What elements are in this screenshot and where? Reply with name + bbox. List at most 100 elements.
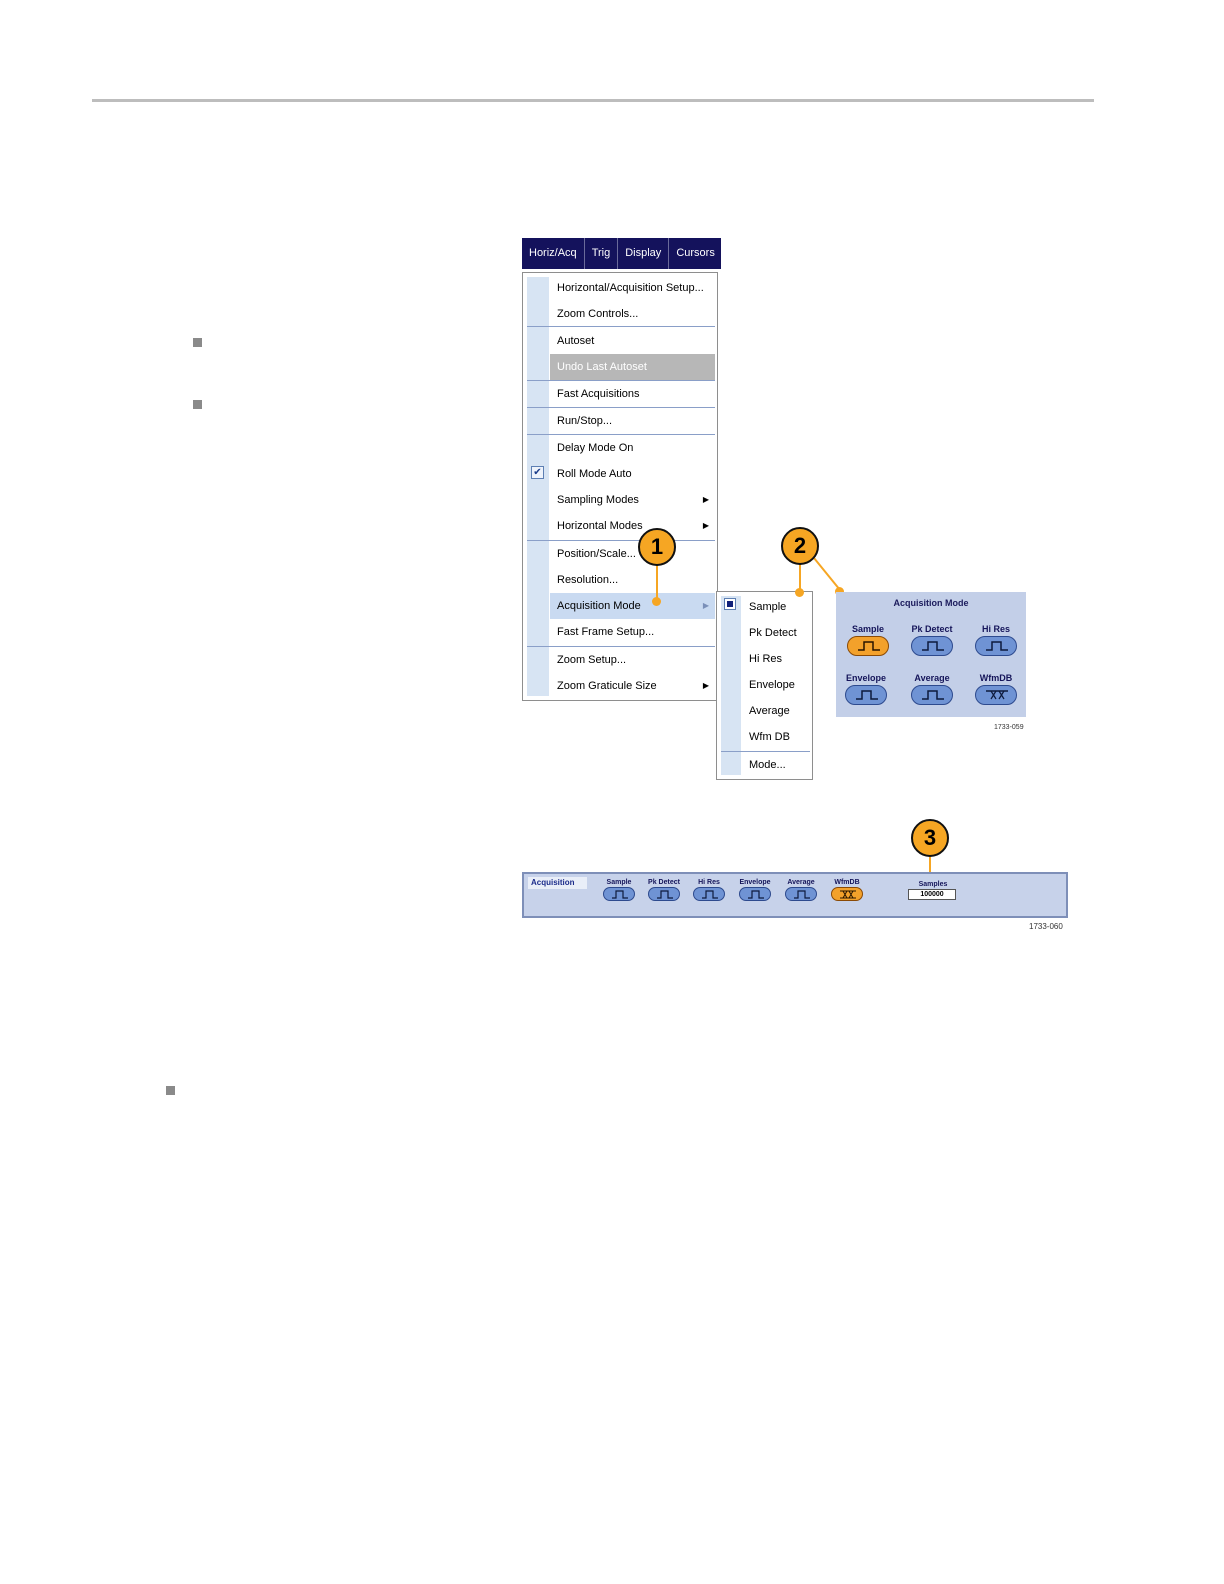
radio-selected-icon (724, 598, 736, 610)
submenu-arrow-icon: ▶ (702, 601, 709, 610)
menu-item-position-scale[interactable]: Position/Scale... (557, 548, 636, 560)
menu-gutter (527, 277, 549, 696)
samples-value[interactable]: 100000 (908, 889, 956, 900)
menu-item-sampling-modes[interactable]: Sampling Modes ▶ (550, 487, 715, 513)
panel-button-wfmdb[interactable]: WfmDB (974, 673, 1018, 705)
menu-item-acquisition-mode[interactable]: Acquisition Mode ▶ (550, 593, 715, 619)
menu-separator (721, 751, 810, 752)
submenu-item-hi-res[interactable]: Hi Res (749, 653, 783, 665)
menu-item-fast-frame-setup[interactable]: Fast Frame Setup... (557, 626, 655, 638)
callout-pointer-dot (652, 597, 661, 606)
panel-button-envelope[interactable]: Envelope (844, 673, 888, 705)
menu-item-resolution[interactable]: Resolution... (557, 574, 619, 586)
callout-leader-line (799, 564, 801, 593)
callout-pointer-dot (795, 588, 804, 597)
bullet-marker-3 (166, 1086, 175, 1095)
bullet-marker-2 (193, 400, 202, 409)
menu-item-label: Sampling Modes (557, 494, 639, 506)
header-rule (92, 99, 1094, 102)
menu-item-fast-acquisitions[interactable]: Fast Acquisitions (557, 388, 640, 400)
menu-item-undo-last-autoset[interactable]: Undo Last Autoset (550, 354, 715, 380)
button-label: Sample (606, 879, 632, 886)
menu-item-label: Acquisition Mode (557, 600, 641, 612)
acquisition-control-bar: Acquisition Sample Pk Detect Hi Res Enve… (522, 872, 1068, 918)
menu-item-roll-mode-auto[interactable]: Roll Mode Auto (557, 468, 632, 480)
envelope-waveform-icon (739, 887, 771, 901)
figure-number: 1733-060 (1029, 922, 1063, 931)
menu-item-zoom-setup[interactable]: Zoom Setup... (557, 654, 627, 666)
menu-separator (527, 380, 715, 381)
submenu-arrow-icon: ▶ (702, 681, 709, 690)
horiz-acq-dropdown: Horizontal/Acquisition Setup... Zoom Con… (522, 272, 718, 701)
button-label: Envelope (739, 879, 771, 886)
figure-number: 1733-059 (994, 724, 1024, 731)
hi-res-waveform-icon (693, 887, 725, 901)
submenu-item-pk-detect[interactable]: Pk Detect (749, 627, 797, 639)
menu-display[interactable]: Display (618, 238, 670, 269)
submenu-item-average[interactable]: Average (749, 705, 790, 717)
button-label: Hi Res (698, 879, 720, 886)
sample-waveform-icon (603, 887, 635, 901)
panel-button-pk-detect[interactable]: Pk Detect (910, 624, 954, 656)
menu-item-zoom-controls[interactable]: Zoom Controls... (557, 308, 639, 320)
submenu-arrow-icon: ▶ (702, 521, 709, 530)
submenu-item-mode[interactable]: Mode... (749, 759, 786, 771)
menu-item-horizontal-acquisition-setup[interactable]: Horizontal/Acquisition Setup... (557, 282, 704, 294)
panel-button-average[interactable]: Average (910, 673, 954, 705)
pk-detect-waveform-icon (648, 887, 680, 901)
callout-3: 3 (911, 819, 949, 857)
menu-separator (527, 434, 715, 435)
samples-field[interactable]: Samples 100000 (908, 881, 958, 900)
menu-item-delay-mode-on[interactable]: Delay Mode On (557, 442, 634, 454)
bar-button-sample[interactable]: Sample (601, 879, 637, 901)
menu-item-label: Horizontal Modes (557, 520, 643, 532)
button-label: Hi Res (981, 624, 1010, 634)
bullet-marker-1 (193, 338, 202, 347)
button-label: Average (787, 879, 815, 886)
pk-detect-waveform-icon (911, 636, 953, 656)
menu-item-autoset[interactable]: Autoset (557, 335, 595, 347)
callout-leader-diagonal (813, 557, 841, 591)
menu-cursors[interactable]: Cursors (676, 247, 715, 259)
menu-separator (527, 540, 715, 541)
bar-button-envelope[interactable]: Envelope (737, 879, 773, 901)
submenu-arrow-icon: ▶ (702, 495, 709, 504)
menu-item-label: Zoom Graticule Size (557, 680, 657, 692)
acquisition-tab-label: Acquisition (528, 877, 587, 889)
menu-item-horizontal-modes[interactable]: Horizontal Modes ▶ (550, 513, 715, 539)
panel-title: Acquisition Mode (893, 598, 969, 608)
panel-button-hi-res[interactable]: Hi Res (974, 624, 1018, 656)
samples-label: Samples (918, 881, 948, 888)
average-waveform-icon (911, 685, 953, 705)
button-label: Sample (851, 624, 884, 634)
acquisition-mode-panel: Acquisition Mode Sample Pk Detect Hi Res… (836, 592, 1026, 717)
panel-button-sample[interactable]: Sample (846, 624, 890, 656)
submenu-item-sample[interactable]: Sample (749, 601, 787, 613)
callout-leader-line (656, 564, 658, 601)
average-waveform-icon (785, 887, 817, 901)
bar-button-wfmdb[interactable]: WfmDB (829, 879, 865, 901)
hi-res-waveform-icon (975, 636, 1017, 656)
submenu-item-envelope[interactable]: Envelope (749, 679, 795, 691)
menu-gutter (721, 596, 741, 775)
wfmdb-waveform-icon (975, 685, 1017, 705)
menu-trig[interactable]: Trig (585, 238, 619, 269)
bar-button-average[interactable]: Average (783, 879, 819, 901)
submenu-item-wfm-db[interactable]: Wfm DB (749, 731, 790, 743)
menu-horiz-acq[interactable]: Horiz/Acq (522, 238, 585, 269)
menu-separator (527, 407, 715, 408)
acquisition-mode-submenu: Sample Pk Detect Hi Res Envelope Average… (716, 591, 813, 780)
button-label: Envelope (845, 673, 886, 683)
checkmark-icon: ✔ (531, 466, 544, 479)
button-label: Pk Detect (911, 624, 953, 634)
bar-button-pk-detect[interactable]: Pk Detect (646, 879, 682, 901)
menu-separator (527, 326, 715, 327)
callout-leader-line (929, 857, 931, 877)
menu-item-run-stop[interactable]: Run/Stop... (557, 415, 613, 427)
callout-2: 2 (781, 527, 819, 565)
envelope-waveform-icon (845, 685, 887, 705)
menu-item-zoom-graticule-size[interactable]: Zoom Graticule Size ▶ (550, 673, 715, 699)
bar-button-hi-res[interactable]: Hi Res (691, 879, 727, 901)
wfmdb-waveform-icon (831, 887, 863, 901)
button-label: WfmDB (834, 879, 860, 886)
